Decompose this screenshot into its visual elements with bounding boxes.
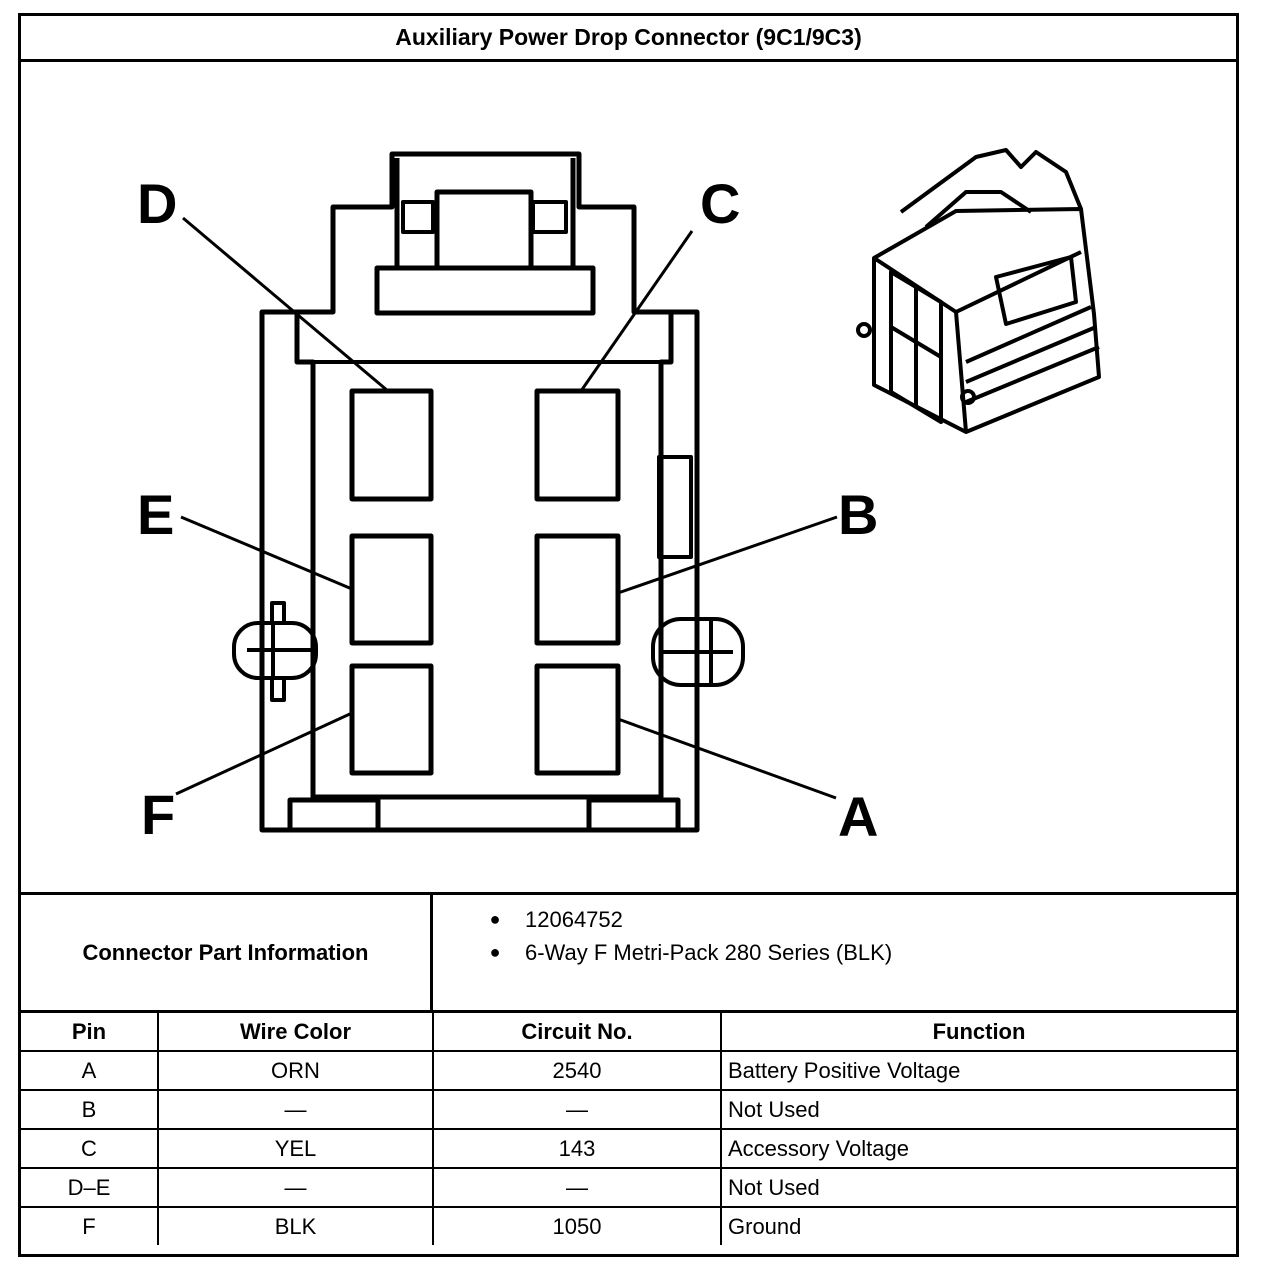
cell-circuit: 1050 <box>432 1206 722 1245</box>
header-wire-color: Wire Color <box>157 1013 434 1052</box>
cavity-E <box>349 533 434 646</box>
table-row: B — — Not Used <box>21 1089 1236 1130</box>
header-pin: Pin <box>21 1013 159 1052</box>
leader-E <box>180 515 353 591</box>
cell-function: Not Used <box>720 1167 1236 1208</box>
list-item: ● 12064752 <box>433 903 1236 936</box>
table-row: D–E — — Not Used <box>21 1167 1236 1208</box>
connector-part-info-list: ● 12064752 ● 6-Way F Metri-Pack 280 Seri… <box>433 903 1236 969</box>
side-clip-right <box>651 617 745 687</box>
cavity-B <box>534 533 621 646</box>
connector-part-info: Connector Part Information ● 12064752 ● … <box>21 892 1236 1013</box>
header-circuit: Circuit No. <box>432 1013 722 1052</box>
part-number: 12064752 <box>525 906 623 932</box>
keying-tab <box>657 455 693 559</box>
cell-function: Ground <box>720 1206 1236 1245</box>
cell-circuit: — <box>432 1167 722 1208</box>
cell-function: Battery Positive Voltage <box>720 1050 1236 1091</box>
cell-function: Accessory Voltage <box>720 1128 1236 1169</box>
leader-F <box>175 711 353 796</box>
cavity-A <box>534 663 621 776</box>
table-row: A ORN 2540 Battery Positive Voltage <box>21 1050 1236 1091</box>
table-header-row: Pin Wire Color Circuit No. Function <box>21 1013 1236 1052</box>
pin-label-A: A <box>838 785 878 848</box>
connector-part-info-label: Connector Part Information <box>21 895 433 1010</box>
cell-wire-color: — <box>157 1167 434 1208</box>
page-title: Auxiliary Power Drop Connector (9C1/9C3) <box>21 16 1236 62</box>
side-clip-left <box>232 601 318 702</box>
connector-face-drawing: D C E B F A <box>137 148 1101 848</box>
leader-D <box>182 216 389 393</box>
table-row: C YEL 143 Accessory Voltage <box>21 1128 1236 1169</box>
connector-sheet: Auxiliary Power Drop Connector (9C1/9C3) <box>18 13 1239 1257</box>
cell-wire-color: ORN <box>157 1050 434 1091</box>
header-function: Function <box>720 1013 1236 1052</box>
leader-A <box>617 717 837 800</box>
pin-label-C: C <box>700 172 740 235</box>
cavity-F <box>349 663 434 776</box>
connector-description: 6-Way F Metri-Pack 280 Series (BLK) <box>525 939 893 965</box>
cell-pin: A <box>21 1050 159 1091</box>
connector-isometric-view <box>856 148 1101 434</box>
cell-wire-color: BLK <box>157 1206 434 1245</box>
cavity-C <box>534 388 621 502</box>
pin-label-E: E <box>137 483 174 546</box>
cell-wire-color: — <box>157 1089 434 1130</box>
housing-outline <box>259 151 700 833</box>
cell-pin: C <box>21 1128 159 1169</box>
cell-pin: B <box>21 1089 159 1130</box>
pin-label-B: B <box>838 483 878 546</box>
cell-pin: F <box>21 1206 159 1245</box>
cell-circuit: — <box>432 1089 722 1130</box>
leader-B <box>617 515 838 595</box>
connector-diagram: D C E B F A <box>21 62 1236 894</box>
pin-label-F: F <box>141 783 175 846</box>
bottom-tab-right <box>586 797 681 830</box>
pin-table: Pin Wire Color Circuit No. Function A OR… <box>21 1013 1236 1245</box>
cell-circuit: 2540 <box>432 1050 722 1091</box>
leader-C <box>579 230 694 392</box>
pin-label-D: D <box>137 172 177 235</box>
cell-circuit: 143 <box>432 1128 722 1169</box>
cell-function: Not Used <box>720 1089 1236 1130</box>
bullet-icon: ● <box>489 909 501 929</box>
bullet-icon: ● <box>489 942 501 962</box>
table-row: F BLK 1050 Ground <box>21 1206 1236 1245</box>
latch-top <box>374 265 596 316</box>
cavity-D <box>349 388 434 502</box>
bottom-tab-left <box>287 797 381 830</box>
list-item: ● 6-Way F Metri-Pack 280 Series (BLK) <box>433 936 1236 969</box>
cell-pin: D–E <box>21 1167 159 1208</box>
cell-wire-color: YEL <box>157 1128 434 1169</box>
